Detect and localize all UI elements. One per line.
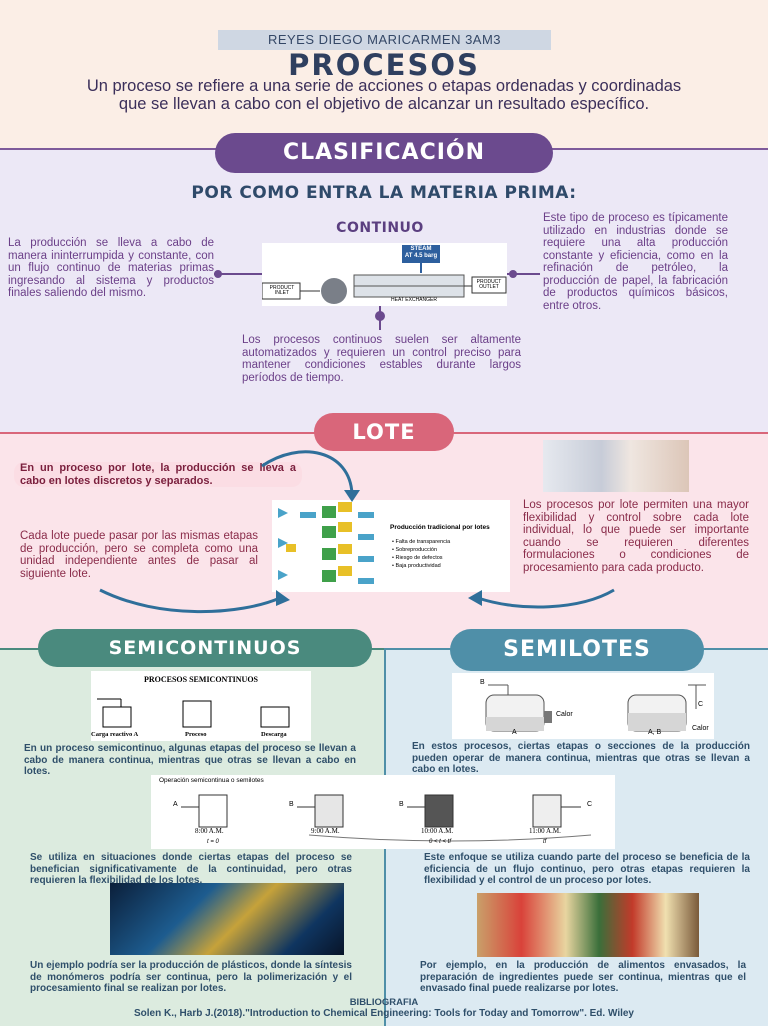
operation-label: C bbox=[587, 801, 593, 808]
operation-time: 11:00 A.M. bbox=[529, 827, 561, 835]
operation-t0: t = 0 bbox=[207, 839, 219, 845]
semibatch-label: C bbox=[698, 701, 704, 708]
semilotes-text-3: Por ejemplo, en la producción de aliment… bbox=[420, 960, 746, 994]
lote-right-text: Los procesos por lote permiten una mayor… bbox=[523, 499, 749, 574]
semibatch-label: Calor bbox=[692, 725, 709, 732]
operation-trange: 0 < t < tf bbox=[429, 839, 452, 845]
page-title: PROCESOS bbox=[288, 48, 480, 82]
operation-title: Operación semicontinua o semilotes bbox=[159, 777, 264, 784]
lote-highlight: En un proceso por lote, la producción se… bbox=[14, 462, 302, 487]
semicontinuous-label: Descarga bbox=[261, 731, 287, 738]
operation-label: B bbox=[289, 801, 294, 808]
semicontinuous-label: Carga reactivo A bbox=[91, 731, 139, 738]
semibatch-label: A bbox=[512, 729, 517, 736]
intro-text: Un proceso se refiere a una serie de acc… bbox=[86, 77, 682, 113]
batch-bullet: • Baja productividad bbox=[392, 563, 441, 569]
continuo-connectors bbox=[214, 270, 540, 330]
semicontinuous-diagram: PROCESOS SEMICONTINUOS Carga reactivo A … bbox=[91, 671, 311, 741]
batch-bullets: • Falta de transparencia • Sobreproducci… bbox=[392, 538, 508, 570]
lote-pill: LOTE bbox=[314, 413, 454, 451]
continuo-bottom-text: Los procesos continuos suelen ser altame… bbox=[242, 334, 521, 384]
pharmacy-photo bbox=[543, 440, 689, 492]
semicontinuos-text-1: En un proceso semicontinuo, algunas etap… bbox=[24, 743, 356, 777]
inlet-label: PRODUCT INLET bbox=[269, 285, 295, 296]
batch-bullet: • Sobreproducción bbox=[392, 547, 438, 553]
plastic-bottles-photo bbox=[110, 883, 344, 955]
semicontinuos-text-2: Se utiliza en situaciones donde ciertas … bbox=[30, 852, 352, 886]
batch-bullet: • Riesgo de defectos bbox=[392, 555, 443, 561]
batch-diagram-title: Producción tradicional por lotes bbox=[390, 524, 490, 531]
operation-time: 9:00 A.M. bbox=[311, 827, 340, 835]
semilotes-pill: SEMILOTES bbox=[450, 629, 704, 671]
semibatch-label: Calor bbox=[556, 711, 573, 718]
operation-time: 10:00 A.M. bbox=[421, 827, 454, 835]
semibatch-label: B bbox=[480, 679, 485, 686]
lote-left-text: Cada lote puede pasar por las mismas eta… bbox=[20, 530, 258, 580]
operation-label: A bbox=[173, 801, 178, 808]
semicontinuous-label: Proceso bbox=[185, 731, 207, 738]
semicontinuous-diagram-title: PROCESOS SEMICONTINUOS bbox=[143, 675, 259, 684]
semicontinuos-pill: SEMICONTINUOS bbox=[38, 629, 372, 667]
continuo-left-text: La producción se lleva a cabo de manera … bbox=[8, 237, 214, 299]
header-band bbox=[0, 0, 768, 148]
outlet-label: PRODUCT OUTLET bbox=[476, 279, 502, 290]
clasificacion-pill: CLASIFICACIÓN bbox=[215, 133, 553, 173]
lote-arrows bbox=[99, 450, 615, 614]
semilotes-text-1: En estos procesos, ciertas etapas o secc… bbox=[412, 741, 750, 775]
bibliografia-title: BIBLIOGRAFIA bbox=[349, 997, 419, 1008]
operation-tf: tf bbox=[543, 839, 547, 845]
packaged-food-photo bbox=[477, 893, 699, 957]
bibliografia-ref: Solen K., Harb J.(2018)."Introduction to… bbox=[134, 1008, 634, 1019]
batch-production-diagram: Producción tradicional por lotes • Falta… bbox=[272, 500, 510, 592]
clasificacion-subtitle: POR COMO ENTRA LA MATERIA PRIMA: bbox=[191, 183, 577, 203]
semibatch-label: A, B bbox=[648, 729, 662, 736]
author-badge: REYES DIEGO MARICARMEN 3AM3 bbox=[218, 30, 551, 50]
semibatch-diagram: B A Calor A, B C Calor bbox=[452, 673, 714, 739]
continuo-right-text: Este tipo de proceso es típicamente util… bbox=[543, 212, 728, 312]
semicontinuos-text-3: Un ejemplo podría ser la producción de p… bbox=[30, 960, 352, 994]
batch-bullet: • Falta de transparencia bbox=[392, 539, 451, 545]
operation-label: B bbox=[399, 801, 404, 808]
exchanger-label: HEAT EXCHANGER bbox=[391, 297, 437, 303]
semibatch-operation-diagram: Operación semicontinua o semilotes A B B… bbox=[151, 775, 615, 849]
continuo-title: CONTINUO bbox=[336, 220, 424, 236]
operation-time: 8:00 A.M. bbox=[195, 827, 224, 835]
semilotes-text-2: Este enfoque se utiliza cuando parte del… bbox=[424, 852, 750, 886]
